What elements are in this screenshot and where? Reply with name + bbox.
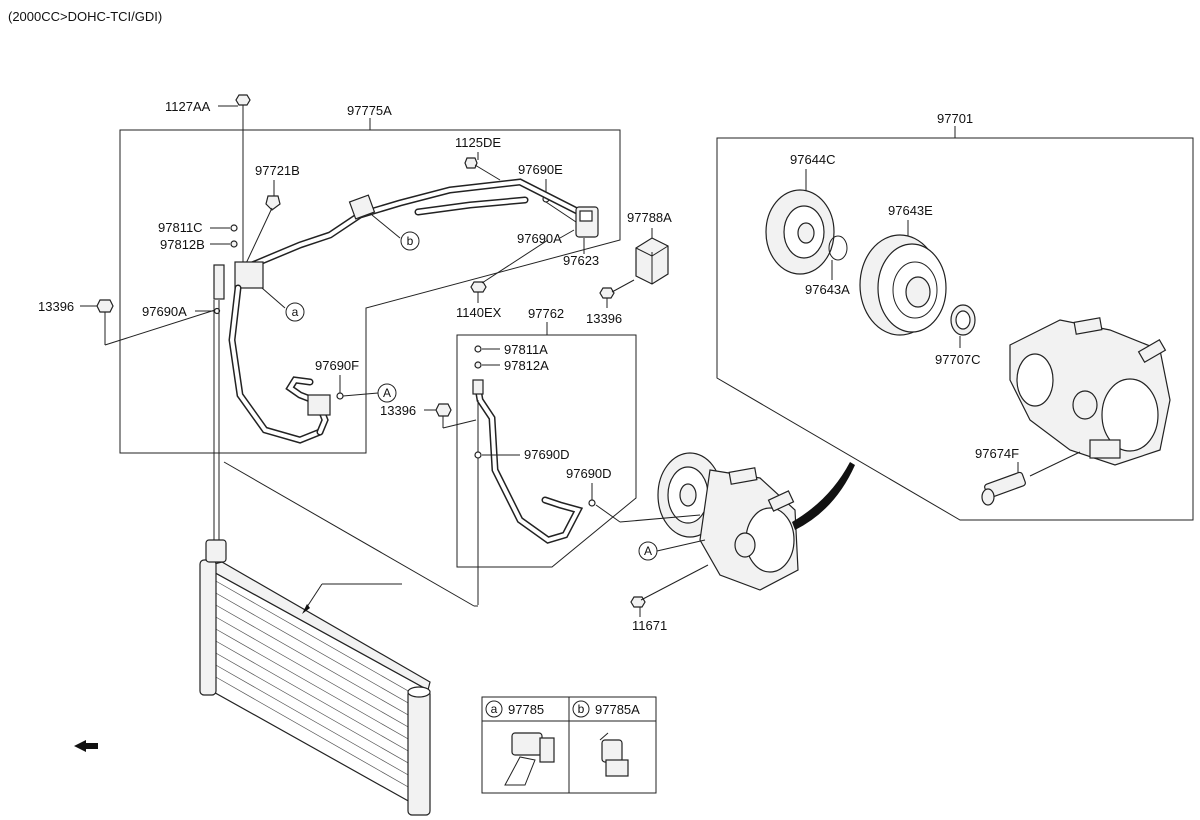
part-label-97643a[interactable]: 97643A [805,282,850,297]
part-label-97762[interactable]: 97762 [528,306,564,321]
nut-13396-lower-icon [435,403,452,417]
part-label-97811a[interactable]: 97811A [504,342,548,357]
part-label-97775a[interactable]: 97775A [347,103,392,118]
part-label-97788a[interactable]: 97788A [627,210,672,225]
part-label-11671[interactable]: 11671 [632,618,667,633]
group-box-97775a [119,129,621,454]
hose-assembly-97775a-group: 97775A 1127AA 1125DE 97690E 97721B 97811… [119,94,621,454]
part-label-13396-left[interactable]: 13396 [38,299,74,314]
liquid-pipe-icon [213,300,220,545]
legend-table: a 97785 b 97785A [481,696,657,794]
hose-assembly-97762-group: 97762 97811A 97812A 97690D 97690D [456,306,637,605]
callout-A-text-upper: A [383,386,391,400]
callout-b-text: b [407,234,414,248]
engine-spec-title: (2000CC>DOHC-TCI/GDI) [8,9,162,24]
part-label-97690d-right[interactable]: 97690D [566,466,612,481]
condenser-icon [199,539,431,816]
part-label-97674f[interactable]: 97674F [975,446,1019,461]
part-label-97812a[interactable]: 97812A [504,358,549,373]
legend-a-part-label[interactable]: 97785 [508,702,544,717]
part-label-1140ex[interactable]: 1140EX [456,305,502,320]
pressure-switch-97788a-icon [635,237,669,285]
cap-97812b-icon [230,240,238,248]
part-label-97644c[interactable]: 97644C [790,152,836,167]
group-box-97762 [456,334,637,568]
part-label-1125de[interactable]: 1125DE [455,135,501,150]
compressor-icon [657,452,799,591]
part-label-97690e[interactable]: 97690E [518,162,563,177]
legend-b-part-label[interactable]: 97785A [595,702,640,717]
part-label-97690d-left[interactable]: 97690D [524,447,570,462]
callout-A-marker-upper [377,383,397,403]
clip-97721b-icon [265,195,281,211]
bolt-1140ex-icon [470,281,487,293]
part-label-13396-lower[interactable]: 13396 [380,403,416,418]
snap-ring-97643a-icon [828,235,848,261]
legend-a-marker [485,700,503,718]
bolt-1127aa-icon [235,94,251,270]
part-label-97707c[interactable]: 97707C [935,352,981,367]
part-label-1127aa[interactable]: 1127AA [165,99,211,114]
part-label-97623[interactable]: 97623 [563,253,599,268]
field-coil-97707c-icon [950,304,976,336]
callout-b-marker [400,231,420,251]
callout-a-marker [285,302,305,322]
bracket-97785-icon [504,732,555,786]
compressor-body-icon [1009,317,1171,466]
valve-core-97811c-icon [230,224,238,232]
part-label-97811c[interactable]: 97811C [158,220,203,235]
pulley-97643e-icon [859,234,947,336]
bolt-1125de-icon [464,157,501,181]
part-label-97812b[interactable]: 97812B [160,237,205,252]
bolt-11671-icon [630,564,709,608]
bracket-97785a-icon [599,732,629,777]
part-label-97701[interactable]: 97701 [937,111,973,126]
nut-13396-left-icon [96,299,114,313]
nut-13396-mid-icon [599,287,615,299]
detail-link-arc [792,462,855,530]
part-label-97721b[interactable]: 97721B [255,163,300,178]
legend-a-letter: a [491,702,498,716]
part-label-97690a-upper[interactable]: 97690A [517,231,562,246]
legend-b-marker [572,700,590,718]
hose-97775a-icon [213,178,589,444]
clutch-plate-97644c-icon [765,189,835,275]
callout-A-text-lower: A [644,544,652,558]
compressor-assembly-97701-group: 97701 97644C 97643A 97643E 97707C [716,111,1194,521]
pressure-sensor-97674f-icon [981,451,1081,506]
group-box-97701 [716,137,1194,521]
front-arrow-icon [74,740,98,752]
callout-a-text: a [292,305,299,319]
part-label-97643e[interactable]: 97643E [888,203,933,218]
expansion-valve-97623-icon [575,206,599,238]
part-label-97690f[interactable]: 97690F [315,358,359,373]
hose-97762-icon [472,379,584,544]
part-label-97690a-lower[interactable]: 97690A [142,304,187,319]
legend-b-letter: b [578,702,585,716]
part-label-13396-mid[interactable]: 13396 [586,311,622,326]
